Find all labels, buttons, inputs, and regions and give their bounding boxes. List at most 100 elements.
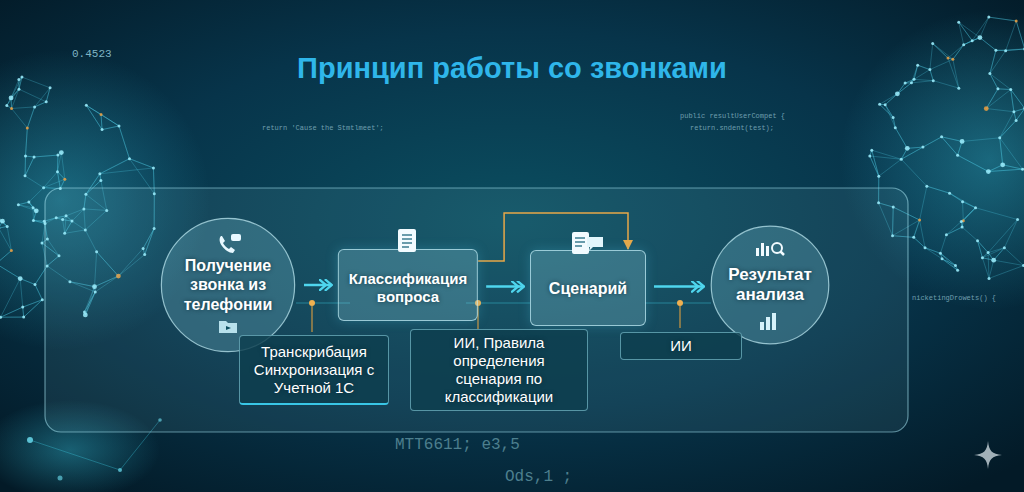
network-link [44, 172, 58, 188]
network-link [920, 186, 927, 220]
network-dot [1015, 19, 1018, 22]
network-link [25, 128, 27, 156]
network-dot [20, 76, 23, 79]
network-dot [32, 219, 35, 222]
network-link [948, 45, 964, 58]
network-dot [21, 306, 24, 309]
network-dot [1000, 162, 1005, 167]
network-dot [894, 126, 897, 129]
flow-arrow [304, 284, 332, 287]
network-link [946, 221, 961, 234]
network-dot [956, 269, 959, 272]
network-link [119, 126, 129, 159]
code-snippet: return 'Cause the Stmtlmeet'; [262, 124, 384, 132]
network-dot [34, 208, 39, 213]
network-dot [1022, 264, 1024, 267]
network-link [994, 248, 1005, 260]
network-link [7, 89, 19, 105]
network-link [1003, 165, 1023, 169]
network-link [901, 147, 923, 159]
annotation-text: ИИ [670, 337, 692, 355]
network-dot [981, 256, 984, 259]
document-icon [398, 229, 416, 252]
network-link [101, 114, 102, 129]
network-dot [974, 206, 977, 209]
network-link [897, 83, 911, 94]
network-link [0, 228, 11, 250]
network-link [994, 260, 1024, 265]
network-link [23, 300, 43, 307]
network-dot [912, 236, 915, 239]
network-dot [17, 78, 20, 81]
network-dot [85, 104, 88, 107]
network-link [1011, 90, 1024, 109]
network-dot [931, 42, 934, 45]
network-link [100, 159, 130, 174]
annotation-box: ИИ, Правила определения сценария по клас… [410, 329, 588, 411]
network-dot [0, 316, 2, 319]
network-dot [41, 298, 44, 301]
network-dot [939, 252, 942, 255]
network-link [57, 155, 58, 172]
network-link [982, 248, 1004, 258]
network-link [918, 65, 930, 69]
node-label: Результат анализа [723, 265, 817, 306]
network-link [86, 105, 102, 129]
network-dot [17, 203, 20, 206]
network-link [25, 156, 26, 176]
network-link [34, 155, 58, 157]
network-link [61, 153, 64, 180]
network-dot [987, 16, 990, 19]
network-dot [996, 87, 999, 90]
network-link [1006, 21, 1017, 51]
network-link [27, 107, 34, 128]
network-link [1016, 21, 1024, 49]
document-chat-icon [572, 232, 603, 254]
network-dot [1012, 110, 1015, 113]
network-link [12, 108, 28, 128]
network-link [990, 50, 996, 73]
network-link [895, 128, 907, 149]
network-link [0, 264, 20, 279]
result-circle: Результат анализа [710, 225, 830, 345]
network-dot [945, 233, 948, 236]
network-dot [100, 113, 103, 116]
network-dot [976, 239, 979, 242]
network-dot [895, 91, 900, 96]
network-dot [49, 86, 52, 89]
network-link [1, 307, 23, 317]
network-link [25, 157, 34, 176]
network-dot [918, 219, 921, 222]
network-link [27, 107, 34, 128]
network-dot [884, 103, 887, 106]
network-link [940, 235, 946, 253]
network-dot [991, 258, 996, 263]
network-link [0, 251, 11, 264]
network-dot [1023, 107, 1024, 110]
network-link [927, 186, 950, 193]
network-link [1000, 138, 1023, 169]
network-link [933, 43, 953, 59]
network-dot [17, 88, 20, 91]
network-link [25, 156, 26, 176]
network-link [100, 168, 154, 174]
network-link [914, 79, 933, 80]
network-link [22, 77, 50, 88]
flow-arrow [654, 285, 704, 288]
network-link [901, 159, 927, 186]
network-link [925, 248, 942, 259]
network-link [86, 105, 119, 126]
network-dot [40, 242, 43, 245]
network-dot [957, 21, 960, 24]
network-link [948, 58, 959, 88]
network-dot [988, 72, 991, 75]
network-link [961, 208, 975, 222]
network-link [18, 202, 29, 205]
network-link [35, 88, 50, 107]
network-dot [26, 127, 29, 130]
network-dot [45, 100, 48, 103]
network-link [962, 202, 964, 221]
network-link [1, 279, 21, 318]
network-link [930, 43, 933, 69]
